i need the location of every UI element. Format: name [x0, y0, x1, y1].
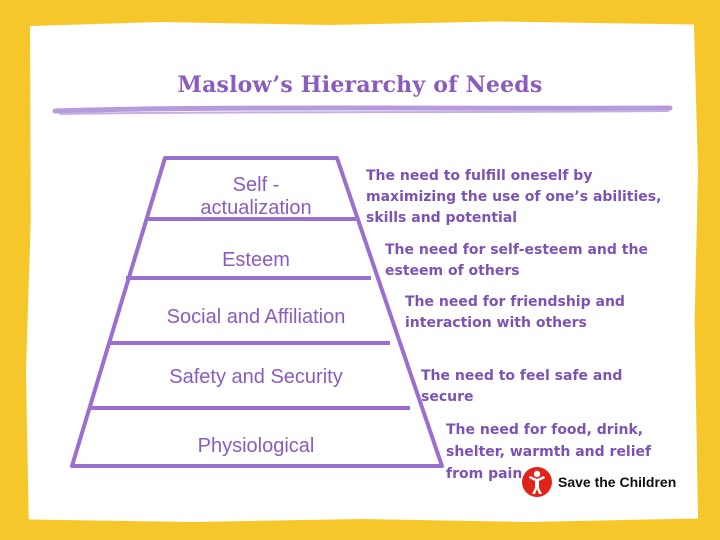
- level-label-social: Social and Affiliation: [166, 306, 346, 328]
- level-description-safety: The need to feel safe and secure: [421, 368, 623, 405]
- level-label-physiological: Physiological: [197, 435, 315, 457]
- level-description-social: The need for friendship and interaction …: [405, 294, 625, 331]
- level-description-physiological: The need for food, drink, shelter, warmt…: [446, 422, 652, 482]
- title-underline-secondary: [59, 110, 669, 115]
- page-title: Maslow’s Hierarchy of Needs: [177, 72, 543, 98]
- level-label-self-actualization: Self - actualization: [200, 174, 312, 219]
- level-label-safety: Safety and Security: [169, 366, 343, 388]
- level-label-esteem: Esteem: [222, 249, 290, 271]
- pyramid-outline: [70, 156, 444, 468]
- title-underline: [52, 105, 673, 114]
- logo-text: Save the Children: [558, 474, 677, 490]
- save-the-children-figure-icon: [522, 467, 552, 497]
- level-description-self-actualization: The need to fulfill oneself by maximizin…: [366, 168, 662, 226]
- level-description-esteem: The need for self-esteem and the esteem …: [385, 242, 648, 279]
- save-the-children-logo: Save the Children: [520, 464, 676, 500]
